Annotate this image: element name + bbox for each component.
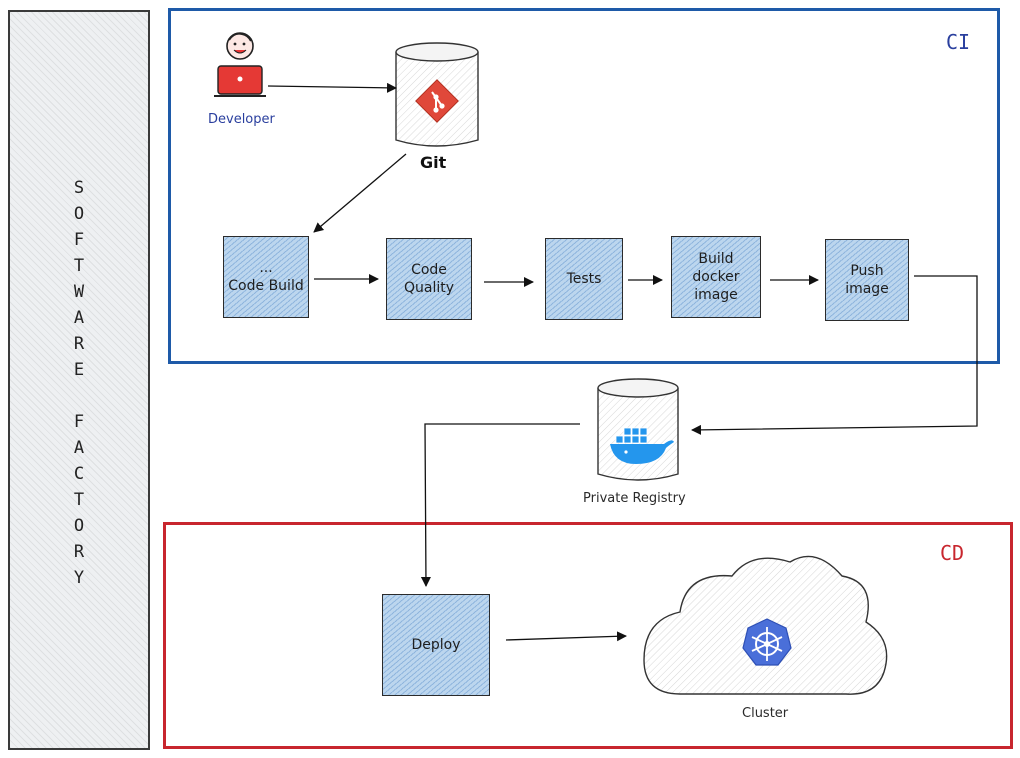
git-label: Git	[420, 153, 447, 172]
deploy-step: Deploy	[382, 594, 490, 696]
side-title-letter: F	[73, 412, 85, 432]
side-title-letter	[8, 383, 150, 409]
side-title-letter: S	[73, 178, 85, 198]
cd-label: CD	[940, 541, 965, 565]
software-factory-panel	[8, 10, 150, 750]
code-build-dots: ...	[259, 260, 273, 276]
ci-label: CI	[946, 30, 971, 54]
side-title-letter: O	[73, 204, 85, 224]
developer-label: Developer	[208, 112, 275, 127]
side-title-letter: F	[73, 230, 85, 250]
side-title-letter: T	[73, 256, 85, 276]
kubernetes-icon	[742, 618, 792, 666]
side-title-letter: R	[73, 542, 85, 562]
code-quality-step: Code Quality	[386, 238, 472, 320]
build-docker-image-step: Build docker image	[671, 236, 761, 318]
cd-container	[163, 522, 1013, 749]
side-title-letter: A	[73, 308, 85, 328]
side-title-letter: R	[73, 334, 85, 354]
side-title-letter: C	[73, 464, 85, 484]
private-registry-label: Private Registry	[583, 491, 686, 506]
code-build-step: ... Code Build	[223, 236, 309, 318]
side-title-letter: O	[73, 516, 85, 536]
side-title-letter: Y	[73, 568, 85, 588]
cluster-label: Cluster	[742, 706, 789, 721]
side-title-letter: E	[73, 360, 85, 380]
code-build-label: Code Build	[228, 278, 304, 294]
side-title-letter: A	[73, 438, 85, 458]
tests-step: Tests	[545, 238, 623, 320]
push-image-step: Push image	[825, 239, 909, 321]
side-title-letter: T	[73, 490, 85, 510]
ci-container	[168, 8, 1000, 364]
git-icon	[415, 79, 459, 123]
developer-icon	[214, 32, 266, 97]
docker-icon	[610, 427, 674, 464]
side-title-letter: W	[73, 282, 85, 302]
